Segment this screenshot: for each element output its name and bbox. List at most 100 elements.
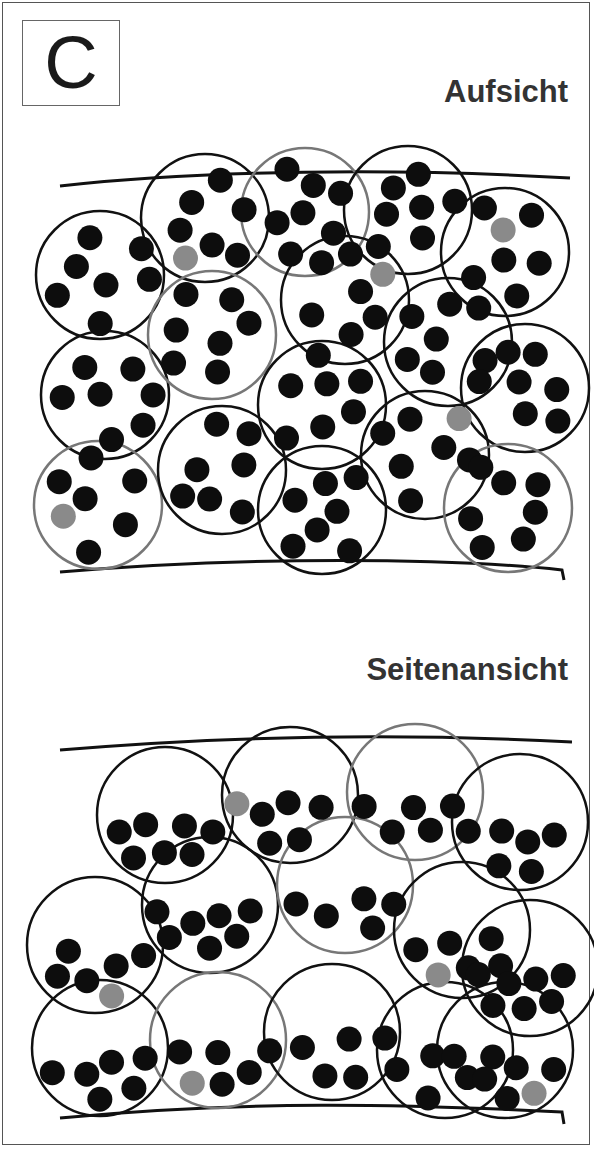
- granule: [496, 971, 521, 996]
- granule: [338, 242, 363, 267]
- granule: [137, 267, 162, 292]
- granule: [337, 538, 362, 563]
- cell-outline: [148, 271, 276, 399]
- granule: [72, 355, 97, 380]
- cell-outline: [344, 146, 472, 274]
- granule: [232, 197, 257, 222]
- granule: [466, 962, 491, 987]
- granule: [283, 891, 308, 916]
- granule: [161, 351, 186, 376]
- granule: [339, 322, 364, 347]
- granule: [486, 853, 511, 878]
- granule: [473, 348, 498, 373]
- granule: [282, 488, 307, 513]
- granule: [310, 414, 335, 439]
- granule: [238, 898, 263, 923]
- granule: [381, 175, 406, 200]
- granule: [76, 540, 101, 565]
- granule: [513, 401, 538, 426]
- granule: [314, 903, 339, 928]
- granule: [480, 1044, 505, 1069]
- granule: [519, 859, 544, 884]
- cell-outline: [32, 980, 168, 1116]
- cell-outline: [158, 406, 286, 534]
- granule: [551, 963, 576, 988]
- granule: [343, 1065, 368, 1090]
- cell-outline: [141, 154, 269, 282]
- granule: [73, 486, 98, 511]
- granule: [470, 535, 495, 560]
- granule: [141, 382, 166, 407]
- granule: [122, 469, 147, 494]
- granule: [237, 1060, 262, 1085]
- granule: [133, 812, 158, 837]
- granule: [523, 342, 548, 367]
- granule: [504, 1055, 529, 1080]
- granule: [172, 813, 197, 838]
- granule: [363, 305, 388, 330]
- membrane-line: [60, 737, 572, 750]
- granule: [458, 506, 483, 531]
- cell-outline: [452, 754, 588, 890]
- granule: [397, 407, 422, 432]
- cell-outline: [377, 982, 513, 1118]
- granule: [480, 993, 505, 1018]
- granule: [418, 818, 443, 843]
- granule: [467, 369, 492, 394]
- granule: [88, 382, 113, 407]
- cell-outline: [36, 211, 164, 339]
- granule: [200, 233, 225, 258]
- granule: [104, 953, 129, 978]
- granule: [129, 236, 154, 261]
- panel-letter: C: [44, 26, 97, 100]
- granule: [399, 304, 424, 329]
- granule: [545, 409, 570, 434]
- granule: [274, 426, 299, 451]
- granule: [250, 802, 275, 827]
- cell-outline: [394, 862, 530, 998]
- granule: [420, 360, 445, 385]
- granule: [265, 210, 290, 235]
- granule: [420, 1043, 445, 1068]
- granule: [495, 1086, 520, 1111]
- granule: [479, 926, 504, 951]
- granule: [99, 427, 124, 452]
- cell-outline: [384, 278, 512, 406]
- granule: [372, 1026, 397, 1051]
- granule: [120, 357, 145, 382]
- granule: [401, 795, 426, 820]
- cell-outline: [444, 444, 572, 572]
- granule: [121, 1076, 146, 1101]
- granule: [230, 499, 255, 524]
- cell-group: [27, 724, 594, 1118]
- granule: [278, 373, 303, 398]
- granule: [416, 1086, 441, 1111]
- granule: [468, 455, 493, 480]
- granule: [184, 457, 209, 482]
- granule: [224, 924, 249, 949]
- granule: [180, 842, 205, 867]
- cell-outline: [347, 724, 483, 860]
- cell-outline: [97, 747, 233, 883]
- granule: [442, 1044, 467, 1069]
- granule: [313, 471, 338, 496]
- granule: [437, 931, 462, 956]
- cell-outline: [441, 188, 569, 316]
- granule: [426, 962, 451, 987]
- granule: [456, 819, 481, 844]
- granule: [541, 1057, 566, 1082]
- granule: [384, 1057, 409, 1082]
- granule: [507, 370, 532, 395]
- cell-outline: [258, 341, 386, 469]
- granule: [403, 937, 428, 962]
- granule: [312, 1063, 337, 1088]
- granule: [491, 248, 516, 273]
- granule: [164, 318, 189, 343]
- granule: [99, 983, 124, 1008]
- granule: [170, 484, 195, 509]
- granule: [431, 435, 456, 460]
- granule: [437, 292, 462, 317]
- granule: [306, 343, 331, 368]
- granule: [88, 311, 113, 336]
